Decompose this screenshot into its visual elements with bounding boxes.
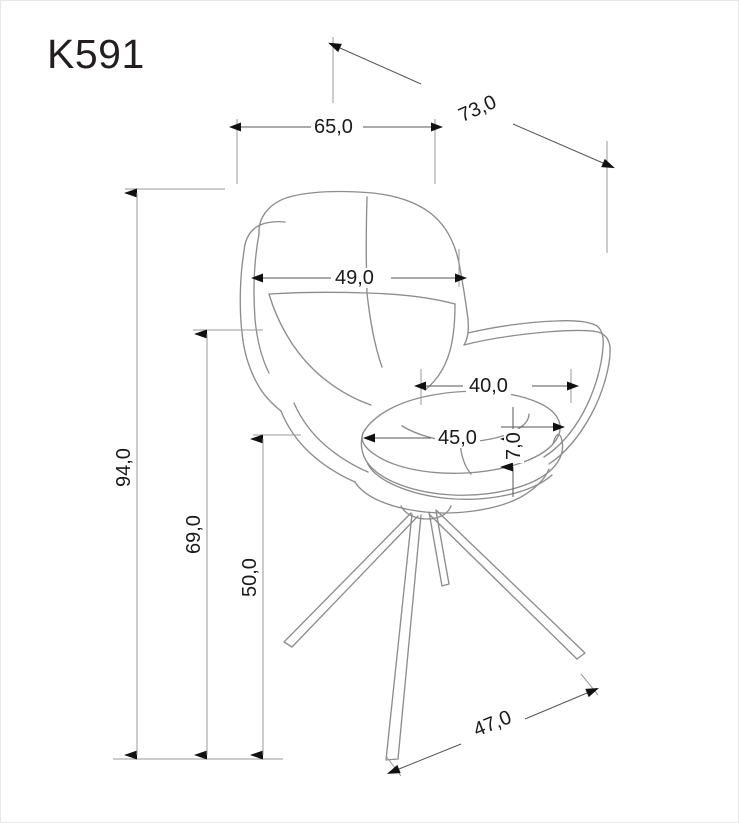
- dimension-label-69: 69,0: [183, 512, 205, 557]
- chair-illustration: [239, 190, 611, 761]
- dimline-73-b: [512, 123, 615, 169]
- swivel-hub: [400, 505, 452, 520]
- armrest-left-inner: [293, 402, 369, 473]
- dimline-47-b: [524, 687, 599, 720]
- backrest-side-panel-inner: [259, 220, 286, 226]
- armrest-right-inner: [467, 320, 598, 334]
- leg-back-right: [428, 509, 586, 660]
- lower-back-right: [424, 303, 456, 391]
- seat-base-plate: [366, 461, 553, 500]
- armrest-right-outer: [463, 329, 611, 348]
- lower-back-left: [268, 293, 372, 406]
- backrest-side-panel-outer: [239, 250, 282, 412]
- backrest-lumbar-seam: [268, 291, 456, 305]
- page-title: K591: [47, 31, 145, 77]
- dimension-label-65: 65,0: [311, 117, 356, 137]
- leg-front-left: [283, 512, 419, 648]
- dimension-label-49: 49,0: [332, 268, 377, 288]
- armrest-left-outer: [280, 410, 356, 483]
- ext-47-right: [580, 673, 599, 696]
- dimension-label-45: 45,0: [435, 428, 480, 448]
- leg-back-center: [428, 510, 450, 587]
- lower-back-center-seam: [366, 292, 383, 368]
- armrest-right-face: [543, 325, 604, 458]
- dimension-label-7: 7,0: [503, 429, 525, 463]
- dimline-73-a: [328, 42, 422, 85]
- backrest-left-shell: [258, 190, 374, 235]
- dimension-label-94: 94,0: [113, 445, 135, 490]
- leg-front-center: [385, 513, 422, 761]
- backrest-top-curve: [372, 192, 460, 264]
- dimension-lines: [113, 37, 615, 777]
- backrest-side-panel-top: [243, 224, 261, 252]
- backrest-outer-left-edge: [253, 233, 270, 374]
- dimension-label-50: 50,0: [239, 555, 261, 600]
- dimension-label-40: 40,0: [466, 376, 511, 396]
- dimline-47-a: [386, 743, 462, 774]
- backrest-right-edge: [458, 262, 470, 346]
- seat-base-edge: [354, 468, 550, 514]
